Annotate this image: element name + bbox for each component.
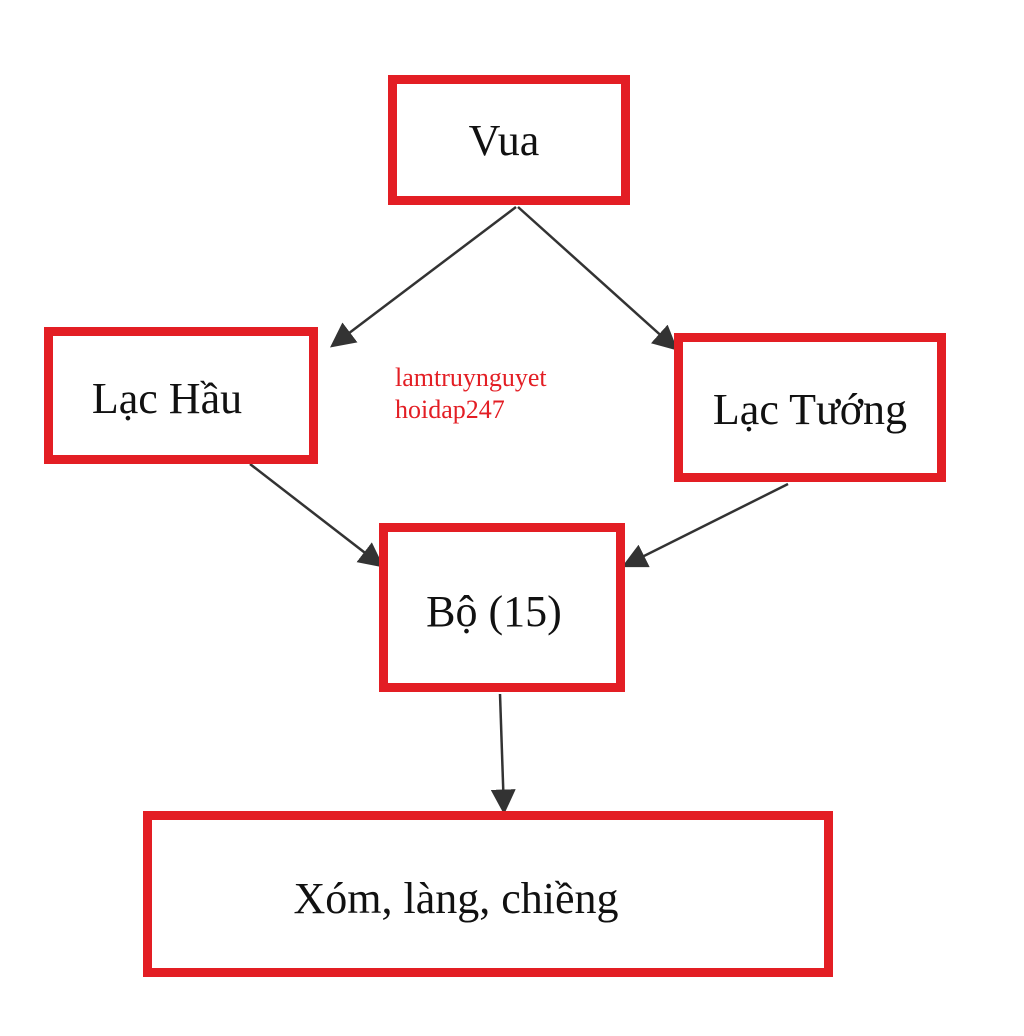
- node-lac-hau: Lạc Hầu: [44, 327, 318, 464]
- node-bo-label: Bộ (15): [426, 586, 562, 636]
- node-vua-label: Vua: [468, 116, 540, 165]
- arrow-bo-to-xom: [490, 693, 516, 815]
- arrow-vua-to-lac-hau: [330, 206, 517, 348]
- arrow-vua-to-lac-tuong: [517, 206, 678, 351]
- watermark-line-1: lamtruynguyet: [395, 363, 547, 392]
- arrow-lac-tuong-to-bo: [621, 482, 789, 568]
- node-lac-tuong: Lạc Tướng: [674, 333, 946, 482]
- node-lac-hau-label: Lạc Hầu: [91, 373, 243, 423]
- node-xom-lang-chieng: Xóm, làng, chiềng: [143, 811, 833, 977]
- node-lac-tuong-label: Lạc Tướng: [712, 384, 908, 434]
- arrow-lac-hau-to-bo: [249, 463, 384, 568]
- watermark-text: lamtruynguyet hoidap247: [395, 362, 547, 426]
- watermark-line-2: hoidap247: [395, 395, 505, 424]
- node-xom-label: Xóm, làng, chiềng: [293, 874, 619, 923]
- node-vua: Vua: [388, 75, 630, 205]
- node-bo: Bộ (15): [379, 523, 625, 692]
